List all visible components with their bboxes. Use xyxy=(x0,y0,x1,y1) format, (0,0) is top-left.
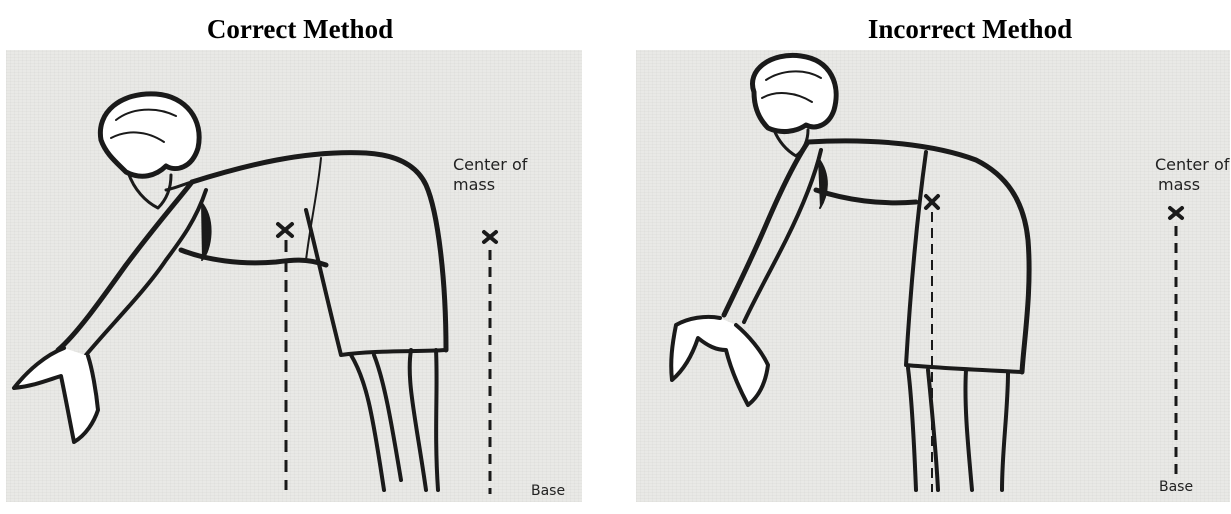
center-of-mass-label-line2: mass xyxy=(1158,176,1200,194)
woman-legs xyxy=(351,350,438,490)
correct-method-illustration xyxy=(6,50,582,502)
correct-method-title: Correct Method xyxy=(100,12,500,46)
base-label: Base xyxy=(531,482,565,500)
legend-center-of-mass-marker xyxy=(1170,208,1182,218)
woman-hair xyxy=(752,55,836,131)
woman-legs xyxy=(908,368,1008,490)
incorrect-method-illustration xyxy=(636,50,1230,502)
incorrect-method-panel: Center of mass Base xyxy=(636,50,1230,502)
woman-back xyxy=(192,153,446,350)
woman-back xyxy=(808,141,1029,372)
body-center-of-mass-marker xyxy=(278,224,292,236)
correct-method-panel: Center of mass Base xyxy=(6,50,582,502)
woman-arm xyxy=(58,182,192,350)
incorrect-method-title: Incorrect Method xyxy=(770,12,1170,46)
woman-arm xyxy=(724,142,808,315)
legend-center-of-mass-marker xyxy=(484,232,496,242)
woman-skirt xyxy=(306,210,446,355)
center-of-mass-label-line1: Center of xyxy=(453,156,527,174)
cloth xyxy=(14,348,98,442)
cloth xyxy=(671,317,768,405)
base-label: Base xyxy=(1159,478,1193,496)
body-center-of-mass-marker xyxy=(926,196,938,208)
center-of-mass-label-line1: Center of xyxy=(1155,156,1229,174)
center-of-mass-label-line2: mass xyxy=(453,176,495,194)
